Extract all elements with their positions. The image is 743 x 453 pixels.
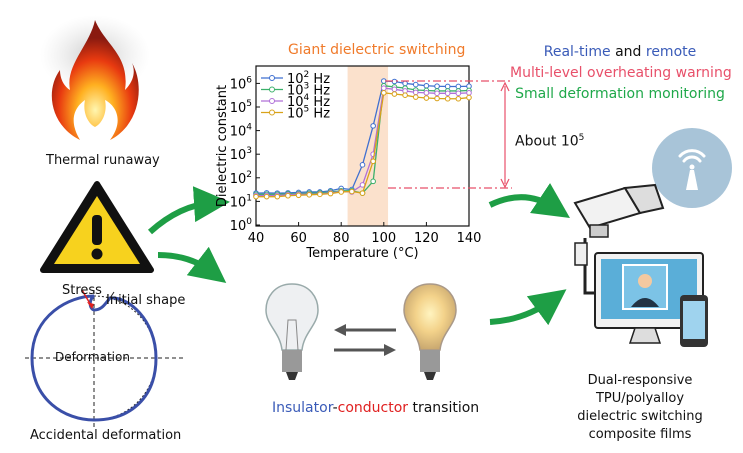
initial-shape-label: Initial shape (106, 293, 186, 308)
data-point (444, 90, 451, 97)
stress-label: Stress (62, 283, 102, 298)
caption: Dual-responsive TPU/polyalloy dielectric… (560, 372, 720, 444)
legend-label: 102 Hz (287, 70, 330, 87)
data-point (391, 91, 398, 97)
accidental-deformation-label: Accidental deformation (30, 428, 182, 443)
thermal-runaway-label: Thermal runaway (46, 153, 160, 168)
x-tick-label: 40 (248, 231, 265, 246)
data-point (466, 94, 472, 101)
data-point (349, 188, 355, 195)
caption-line: TPU/polyalloy (595, 391, 685, 406)
realtime-line: Real-time and remote (543, 44, 697, 60)
legend-label: 104 Hz (287, 93, 330, 110)
data-point (381, 90, 387, 96)
legend-marker (269, 75, 275, 81)
arrow-icon (147, 186, 230, 235)
data-point (370, 178, 376, 185)
data-point (274, 193, 281, 200)
deformation-diagram (25, 289, 185, 430)
series-3: 105 Hz (253, 90, 472, 200)
about-label: About 105 (515, 133, 585, 150)
legend-label: 105 Hz (287, 105, 330, 122)
data-point (338, 189, 345, 195)
data-point (359, 190, 366, 196)
deformation-monitoring-line: Small deformation monitoring (515, 86, 725, 102)
y-axis-label: Dielectric constant (215, 85, 230, 207)
data-point (370, 123, 376, 129)
switch-arrows (334, 324, 396, 356)
surveillance-camera-monitor-icon (573, 183, 708, 347)
x-tick-label: 120 (414, 231, 439, 246)
data-point (285, 192, 291, 199)
legend-marker (269, 109, 275, 116)
deformation-label: Deformation (55, 350, 130, 364)
plot-frame (255, 65, 470, 227)
data-point (423, 95, 430, 101)
data-point (327, 190, 334, 197)
x-tick-label: 100 (371, 231, 396, 246)
data-point (370, 158, 376, 165)
data-point (295, 192, 302, 199)
x-tick-label: 80 (333, 231, 350, 246)
bulb-on-icon (403, 283, 457, 380)
flame-icon (40, 15, 150, 140)
warning-icon (40, 181, 154, 273)
caption-line: Dual-responsive (587, 373, 693, 388)
data-point (402, 92, 408, 98)
data-point (359, 162, 366, 168)
legend-label: 103 Hz (287, 82, 330, 99)
transition-label: Insulator-conductor transition (272, 400, 480, 416)
data-point (444, 95, 451, 102)
data-point (306, 191, 313, 198)
caption-line: composite films (588, 427, 692, 442)
data-point (434, 95, 440, 102)
legend-marker (269, 86, 275, 93)
data-point (253, 193, 259, 200)
x-axis-label: Temperature (°C) (305, 246, 418, 261)
chart-title: Giant dielectric switching (288, 42, 466, 58)
wifi-icon (652, 128, 732, 208)
arrow-icon (489, 289, 567, 326)
data-point (263, 193, 270, 200)
data-point (423, 90, 430, 96)
bulb-off-icon (265, 283, 319, 380)
overheating-warning-line: Multi-level overheating warning (510, 65, 732, 81)
x-tick-label: 60 (290, 231, 307, 246)
data-point (434, 90, 440, 97)
data-point (412, 94, 419, 100)
x-tick-label: 140 (457, 231, 482, 246)
data-point (455, 90, 462, 97)
data-point (317, 191, 323, 198)
data-point (455, 95, 462, 102)
arrow-icon (488, 183, 570, 218)
caption-line: dielectric switching (577, 409, 703, 424)
data-point (412, 81, 419, 88)
legend-marker (269, 98, 275, 104)
arrow-icon (157, 246, 227, 284)
